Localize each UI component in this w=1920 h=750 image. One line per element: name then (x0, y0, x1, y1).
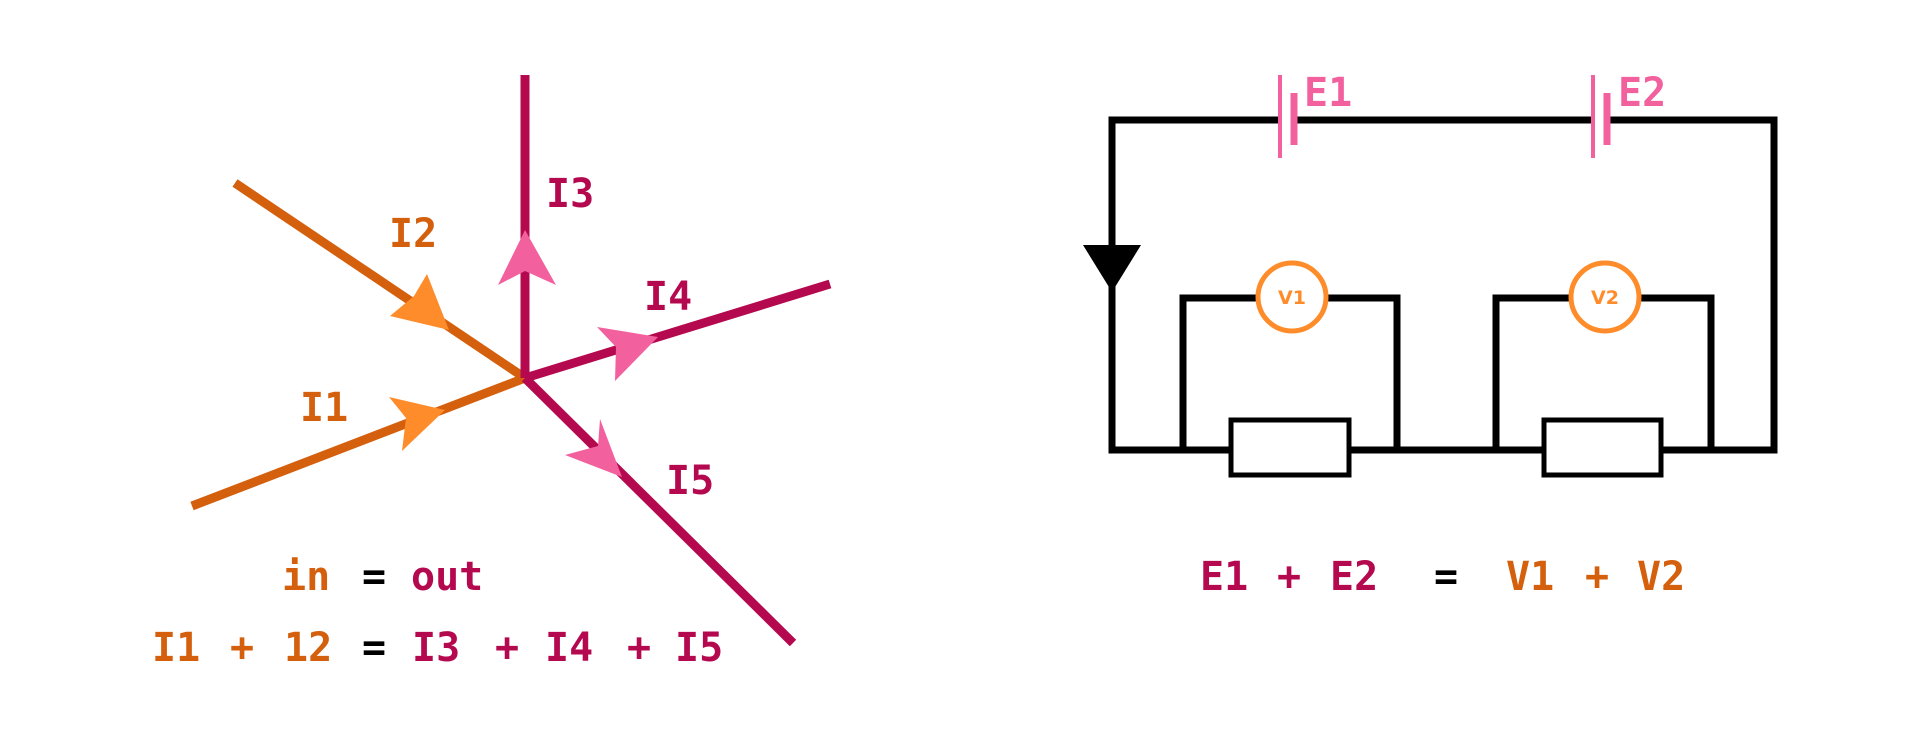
eq-plus-v: + (1585, 554, 1609, 600)
arrow-i4 (597, 327, 658, 381)
label-i1: I1 (300, 385, 348, 431)
label-i4: I4 (644, 274, 692, 320)
label-i5: I5 (666, 458, 714, 504)
eq-plus-2: + (495, 625, 519, 671)
voltmeter-v1: V1 (1255, 260, 1329, 334)
kcl-diagram: I2 I1 I3 I4 I5 in = out I1 + 12 = I3 + I… (152, 75, 832, 671)
kcl-equation: I1 + 12 = I3 + I4 + I5 (152, 625, 723, 671)
eq-plus-3: + (627, 625, 651, 671)
kvl-circuit: E1 E2 V1 V2 E1 + E2 = V1 + V2 (1083, 70, 1778, 600)
eq-i2: 12 (284, 625, 332, 671)
eq-equals-kvl: = (1434, 554, 1458, 600)
eq-word-equals: = (362, 554, 386, 600)
label-e1: E1 (1304, 70, 1352, 116)
meter-label-v2: V2 (1591, 287, 1619, 309)
wire-i5 (521, 374, 797, 647)
wire-i1 (190, 373, 527, 511)
eq-i4: I4 (545, 625, 593, 671)
eq-equals: = (362, 625, 386, 671)
label-i2: I2 (389, 211, 437, 257)
eq-i3: I3 (412, 625, 460, 671)
battery-e2 (1591, 75, 1611, 158)
eq-i1: I1 (152, 625, 200, 671)
arrow-i5 (565, 419, 622, 477)
battery-e1 (1278, 75, 1298, 158)
loop-direction-arrow (1083, 245, 1141, 292)
kvl-equation: E1 + E2 = V1 + V2 (1200, 554, 1685, 600)
resistor-1 (1228, 417, 1352, 478)
eq-e1: E1 (1200, 554, 1248, 600)
eq-v2: V2 (1637, 554, 1685, 600)
eq-i5: I5 (675, 625, 723, 671)
eq-word-out: out (411, 554, 483, 600)
circuit-wires (1108, 116, 1778, 454)
eq-word-in: in (282, 554, 330, 600)
eq-plus-e: + (1277, 554, 1301, 600)
meter-label-v1: V1 (1278, 287, 1306, 309)
arrow-i1 (389, 397, 445, 451)
resistor-2 (1541, 417, 1664, 478)
arrow-i3 (498, 230, 556, 285)
eq-e2: E2 (1330, 554, 1378, 600)
eq-plus-1: + (230, 625, 254, 671)
label-i3: I3 (546, 171, 594, 217)
wire-i4 (523, 279, 832, 383)
kcl-word-equation: in = out (282, 554, 483, 600)
label-e2: E2 (1618, 70, 1666, 116)
arrow-i2 (390, 274, 449, 330)
voltmeter-v2: V2 (1568, 260, 1642, 334)
eq-v1: V1 (1506, 554, 1554, 600)
wire-i2 (232, 179, 528, 382)
